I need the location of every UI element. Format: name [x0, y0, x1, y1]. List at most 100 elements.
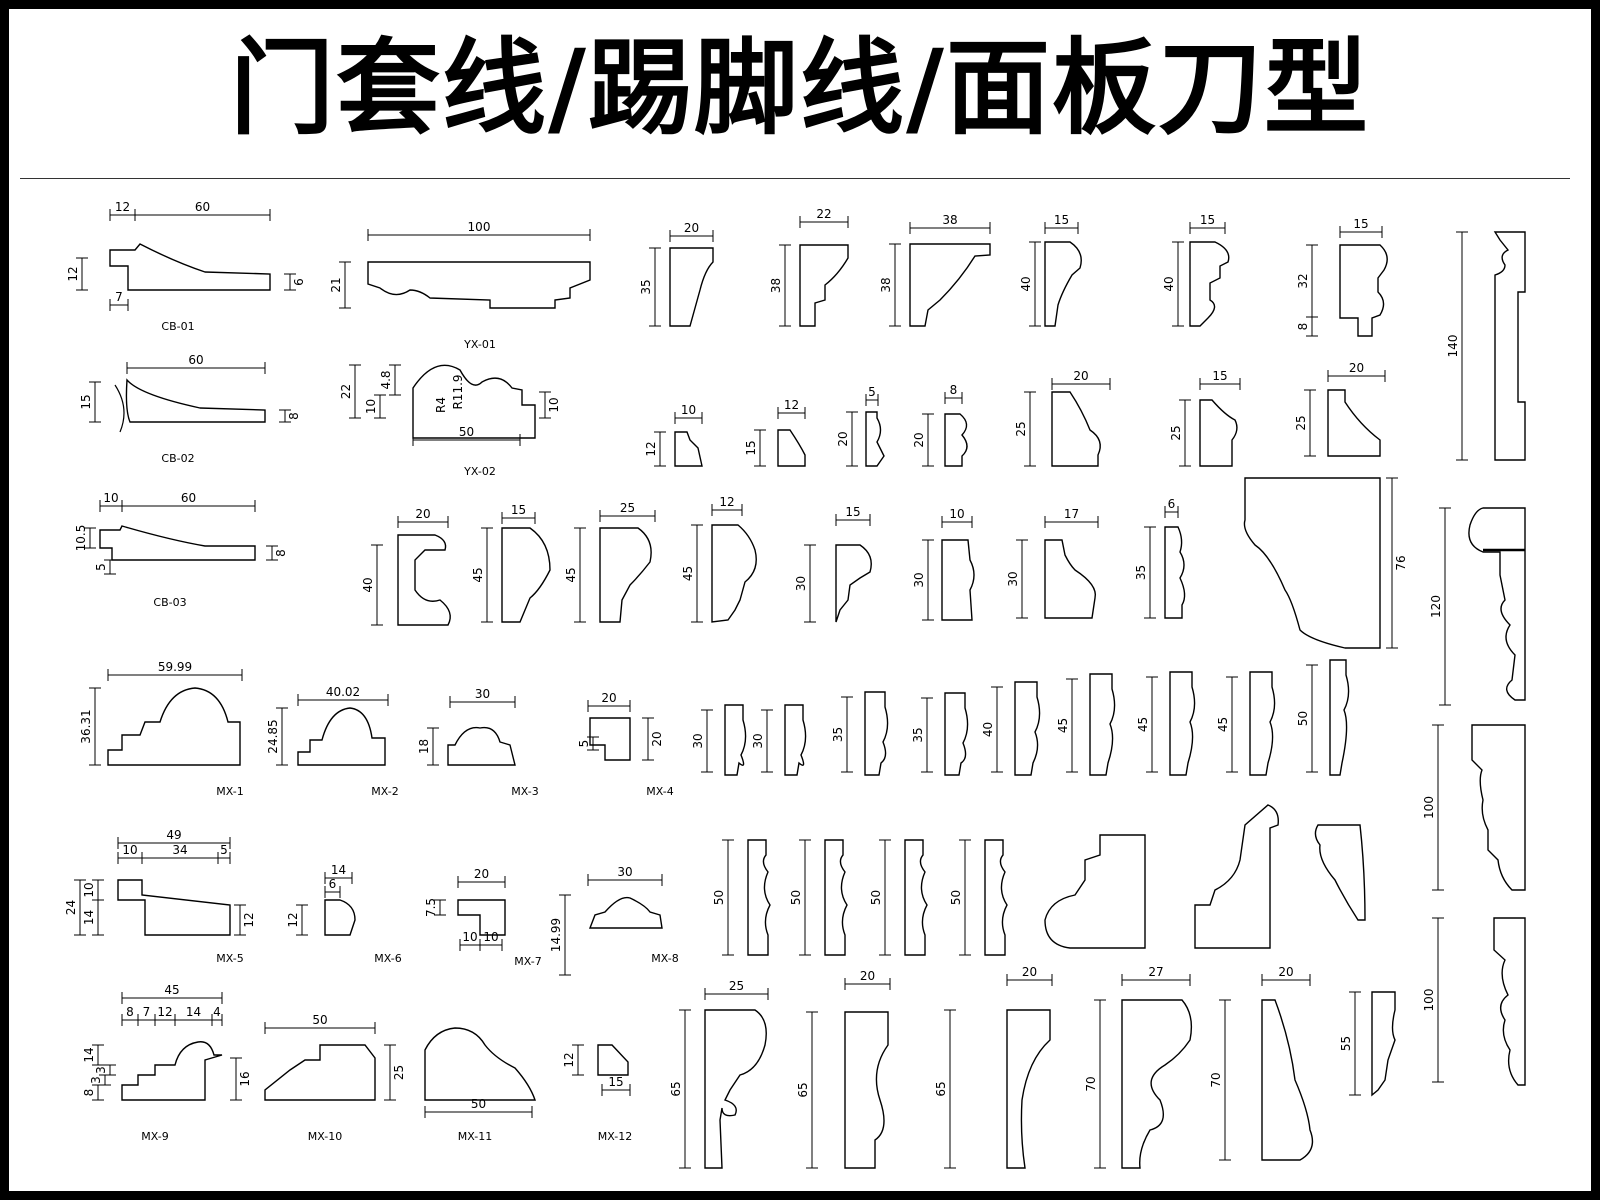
- profile-outline: [909, 243, 991, 327]
- dimension-value: 12: [784, 398, 799, 412]
- dimension-value: 20: [684, 221, 699, 235]
- dimension-value: 32: [1296, 273, 1310, 288]
- profile-label: CB-03: [153, 596, 186, 609]
- dimension-value: 12: [644, 441, 658, 456]
- dimension-value: 55: [1339, 1036, 1353, 1051]
- dimension-value: 30: [751, 733, 765, 748]
- dimension-value: 35: [911, 727, 925, 742]
- dimension-value: 60: [181, 491, 196, 505]
- dimension-value: 50: [949, 890, 963, 905]
- dimension-value: 15: [608, 1075, 623, 1089]
- profile-outline: [1169, 671, 1196, 776]
- title-divider: [20, 178, 1570, 179]
- dimension-value: 50: [1296, 711, 1310, 726]
- profile-outline: [107, 687, 241, 766]
- dimension-value: 45: [1216, 717, 1230, 732]
- profile-label: MX-9: [141, 1130, 168, 1143]
- dimension-value: 6: [329, 877, 337, 891]
- dimension-value: 20: [860, 969, 875, 983]
- dimension-value: 15: [79, 394, 93, 409]
- profile-outline: [1089, 673, 1116, 776]
- profile-outline: [1189, 241, 1230, 327]
- profile-label: YX-01: [463, 338, 496, 351]
- dimension-value: 65: [669, 1081, 683, 1096]
- profile-outline: [367, 261, 591, 309]
- profile-outline: [501, 527, 551, 623]
- dimension-value: 5: [220, 843, 228, 857]
- profile-outline: [777, 429, 806, 467]
- dimension-value: 8: [287, 412, 301, 420]
- profile-outline: [1199, 399, 1238, 467]
- dimension-value: 16: [238, 1071, 252, 1086]
- dimension-value: 8: [274, 549, 288, 557]
- dimension-value: 15: [1212, 369, 1227, 383]
- dimension-value: 70: [1084, 1076, 1098, 1091]
- dimension-value: 50: [471, 1097, 486, 1111]
- dimension-value: 59.99: [158, 660, 192, 674]
- dimension-value: 35: [1134, 565, 1148, 580]
- dimension-value: 5: [868, 385, 876, 399]
- dimension-value: 4: [213, 1005, 221, 1019]
- dimension-value: 24: [64, 900, 78, 915]
- profile-guide: [114, 384, 125, 433]
- profile-outline: [324, 899, 356, 936]
- profile-outline: [824, 839, 848, 956]
- dimension-value: 17: [1064, 507, 1079, 521]
- dimension-value: 38: [942, 213, 957, 227]
- profile-outline: [835, 544, 872, 623]
- dimension-value: 8: [82, 1089, 96, 1097]
- profile-outline: [117, 879, 231, 936]
- profile-label: MX-2: [371, 785, 398, 798]
- profile-outline: [457, 899, 506, 936]
- dimension-value: 3: [94, 1066, 108, 1074]
- profile-outline: [844, 1011, 889, 1169]
- profile-outline: [599, 527, 652, 623]
- dimension-value: 22: [339, 384, 353, 399]
- dimension-value: 40: [1162, 276, 1176, 291]
- dimension-value: 5: [94, 563, 108, 571]
- dimension-value: 35: [639, 279, 653, 294]
- dimension-value: 14: [331, 863, 346, 877]
- profile-label: CB-02: [161, 452, 194, 465]
- dimension-value: 15: [1054, 213, 1069, 227]
- profile-outline: [1314, 824, 1366, 921]
- profile-outline: [1329, 659, 1350, 776]
- profile-outline: [1006, 1009, 1051, 1169]
- dimension-value: 10: [364, 399, 378, 414]
- dimension-value: 12: [115, 200, 130, 214]
- profile-label: MX-4: [646, 785, 673, 798]
- dimension-value: 12: [562, 1052, 576, 1067]
- dimension-value: 6: [292, 278, 306, 286]
- dimension-value: 45: [681, 566, 695, 581]
- dimension-value: 12: [66, 266, 80, 281]
- dimension-value: 4.8: [379, 370, 393, 389]
- profile-outline: [1051, 391, 1101, 467]
- dimension-value: 7: [115, 290, 123, 304]
- dimension-value: 10: [122, 843, 137, 857]
- dimension-value: 20: [1073, 369, 1088, 383]
- profile-outline: [1044, 539, 1097, 619]
- dimension-value: 10: [681, 403, 696, 417]
- profile-label: MX-1: [216, 785, 243, 798]
- profile-outline: [984, 839, 1008, 956]
- dimension-value: 10: [462, 930, 477, 944]
- profile-label: YX-02: [463, 465, 496, 478]
- dimension-value: 15: [1200, 213, 1215, 227]
- profile-outline: [1243, 477, 1381, 649]
- dimension-value: 38: [769, 278, 783, 293]
- dimension-value: 45: [1056, 718, 1070, 733]
- dimension-value: 49: [166, 828, 181, 842]
- profile-outline: [588, 896, 663, 929]
- profile-outline: [1014, 681, 1041, 776]
- dimension-value: 100: [1422, 989, 1436, 1012]
- dimension-value: 7.5: [424, 898, 438, 917]
